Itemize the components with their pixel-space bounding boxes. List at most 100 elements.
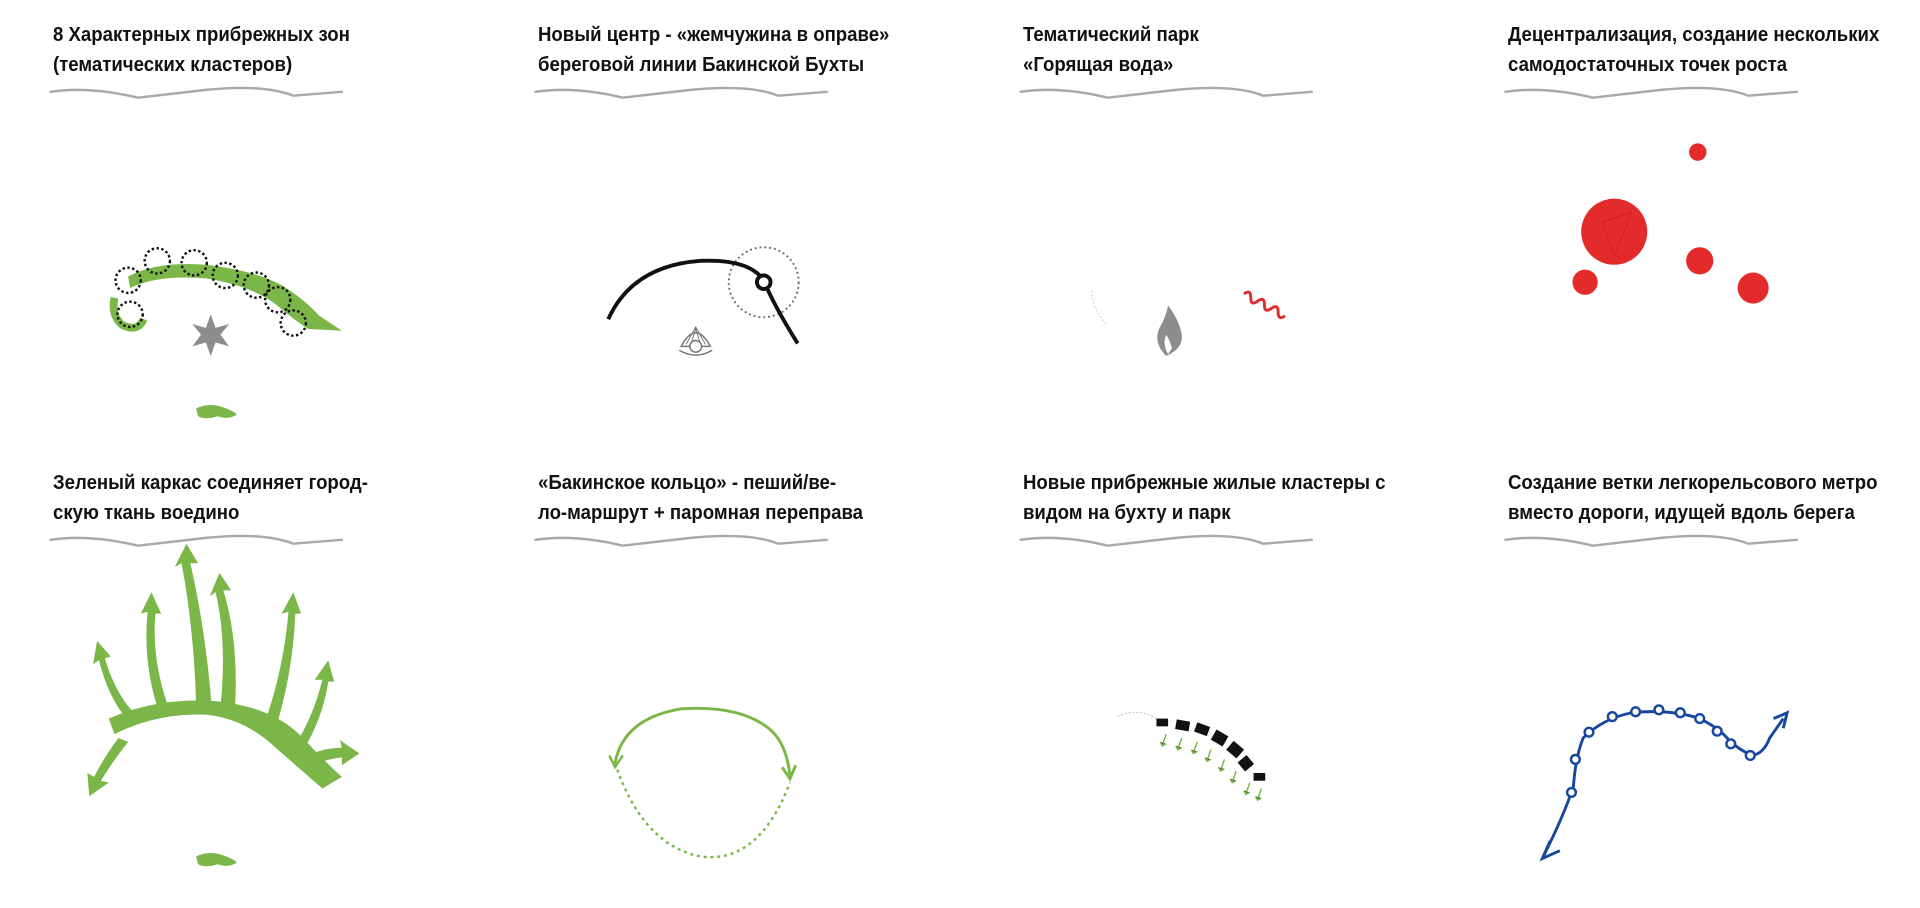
caption-line: скую ткань воедино (53, 502, 240, 524)
caption-line: вместо дороги, идущей вдоль берега (1508, 502, 1855, 524)
metro-station (1744, 749, 1756, 762)
panel-p6: «Бакинское кольцо» - пеший/ве-ло-маршрут… (530, 468, 910, 888)
base-map (1019, 534, 1314, 547)
caption-line: Новые прибрежные жилые кластеры с (1023, 472, 1386, 494)
panel-p7: Новые прибрежные жилые кластеры с видом н… (1015, 468, 1395, 888)
pearl-shell-icon (678, 325, 713, 356)
ring-route-path (613, 706, 792, 776)
green-coastal-zone (128, 263, 342, 331)
green-island (196, 405, 237, 419)
metro-station (1583, 726, 1595, 738)
panel-caption: Создание ветки легкорельсового метро вмес… (1508, 468, 1878, 528)
overlay-pearl-shell-icon (606, 246, 800, 356)
caption-line: Децентрализация, создание нескольких (1508, 24, 1880, 46)
growth-point (1689, 143, 1707, 161)
growth-point (1686, 247, 1714, 275)
caption-line: видом на бухту и парк (1023, 502, 1231, 524)
panel-caption: Тематический парк «Горящая вода» (1023, 20, 1367, 80)
baku-bay-map: .road{stroke:#a9a9a9;stroke-width:2.5;st… (1504, 86, 1799, 304)
caption-line: «Бакинское кольцо» - пеший/ве- (538, 472, 837, 494)
panel-caption: «Бакинское кольцо» - пеший/ве-ло-маршрут… (538, 468, 882, 528)
base-map (1504, 86, 1799, 99)
panel-caption: Новый центр - «жемчужина в оправе» берего… (538, 20, 890, 80)
ring-route-arrow (780, 764, 798, 782)
cluster-circle (143, 247, 172, 275)
caption-line: 8 Характерных прибрежных зон (53, 24, 350, 46)
caption-line: Тематический парк (1023, 24, 1199, 46)
cluster-circle (242, 271, 271, 299)
overlay-housing-cluster-icon (1117, 711, 1266, 802)
baku-bay-map: .road{stroke:#a9a9a9;stroke-width:2.5;st… (1019, 534, 1314, 802)
base-map (1504, 534, 1799, 547)
cluster-circle (263, 285, 292, 314)
center-radius-circle (727, 246, 800, 319)
caption-line: Зеленый каркас соединяет город- (53, 472, 368, 494)
panel-p5: Зеленый каркас соединяет город-скую ткан… (45, 468, 425, 888)
metro-station (1606, 711, 1618, 723)
overlay-star-icon (109, 247, 342, 419)
baku-bay-map: .road{stroke:#a9a9a9;stroke-width:2.5;st… (1019, 86, 1314, 357)
housing-cluster-icon (1156, 718, 1266, 781)
growth-point (1737, 272, 1769, 304)
baku-bay-map: .road{stroke:#a9a9a9;stroke-width:2.5;st… (534, 534, 829, 859)
base-map (534, 534, 829, 547)
metro-arrow-end (1772, 710, 1790, 729)
ferry-crossing-path (613, 762, 792, 859)
metro-line-path (1542, 710, 1785, 856)
baku-bay-map: .road{stroke:#a9a9a9;stroke-width:2.5;st… (49, 534, 360, 867)
new-center-point (754, 273, 773, 291)
green-island (196, 853, 237, 867)
panel-caption: Новые прибрежные жилые кластеры с видом н… (1023, 468, 1386, 528)
baku-bay-map: .road{stroke:#a9a9a9;stroke-width:2.5;st… (534, 86, 829, 356)
flame-icon (1157, 305, 1182, 357)
metro-station (1569, 753, 1581, 765)
caption-line: Новый центр - «жемчужина в оправе» (538, 24, 890, 46)
panel-p8: Создание ветки легкорельсового метро вмес… (1500, 468, 1880, 888)
metro-station (1694, 712, 1706, 725)
metro-station (1725, 738, 1737, 750)
overlay-growth-points-icon (1572, 143, 1769, 304)
metro-arrow-start (1539, 840, 1561, 862)
overlay-ring-route-icon (608, 706, 798, 859)
star-icon (192, 314, 230, 357)
burning-water-squiggle (1243, 290, 1286, 320)
caption-line: Создание ветки легкорельсового метро (1508, 472, 1878, 494)
base-map (534, 86, 829, 99)
base-map (49, 534, 344, 547)
caption-line: ло-маршрут + паромная переправа (538, 502, 864, 524)
cluster-circle (211, 261, 240, 290)
panel-p2: Новый центр - «жемчужина в оправе» берего… (530, 20, 910, 440)
panel-p3: Тематический парк «Горящая вода» .road{st… (1015, 20, 1395, 440)
overlay-metro-line-icon (1539, 704, 1790, 862)
metro-station (1711, 725, 1723, 737)
panel-caption: Зеленый каркас соединяет город-скую ткан… (53, 468, 397, 528)
base-map (49, 86, 344, 99)
cluster-circle (279, 309, 308, 337)
growth-point (1572, 269, 1598, 295)
baku-bay-map: .road{stroke:#a9a9a9;stroke-width:2.5;st… (49, 86, 344, 419)
coastline-setting-arc (606, 258, 800, 345)
metro-station (1565, 786, 1578, 798)
caption-line: береговой линии Бакинской Бухты (538, 54, 865, 76)
panel-caption: 8 Характерных прибрежных зон (тематически… (53, 20, 397, 80)
panel-p4: Децентрализация, создание нескольких само… (1500, 20, 1880, 440)
overlay-flame-icon (1091, 289, 1286, 357)
panel-p1: 8 Характерных прибрежных зон (тематически… (45, 20, 425, 440)
ferry-arrow (608, 754, 624, 770)
metro-station (1653, 704, 1665, 716)
caption-line: самодостаточных точек роста (1508, 54, 1788, 76)
green-arrows-icon (87, 543, 360, 797)
overlay-green-arrows-icon (87, 543, 360, 867)
caption-line: (тематических кластеров) (53, 54, 293, 76)
cluster-circle (114, 266, 142, 295)
metro-station (1630, 706, 1642, 718)
green-coastal-bay (109, 296, 148, 332)
baku-bay-map: .road{stroke:#a9a9a9;stroke-width:2.5;st… (1504, 534, 1799, 862)
view-ticks (1159, 733, 1263, 802)
caption-line: «Горящая вода» (1023, 54, 1174, 76)
cluster-circle (116, 300, 144, 329)
base-map (1019, 86, 1314, 99)
cluster-circle (180, 248, 209, 277)
panel-caption: Децентрализация, создание нескольких само… (1508, 20, 1880, 80)
